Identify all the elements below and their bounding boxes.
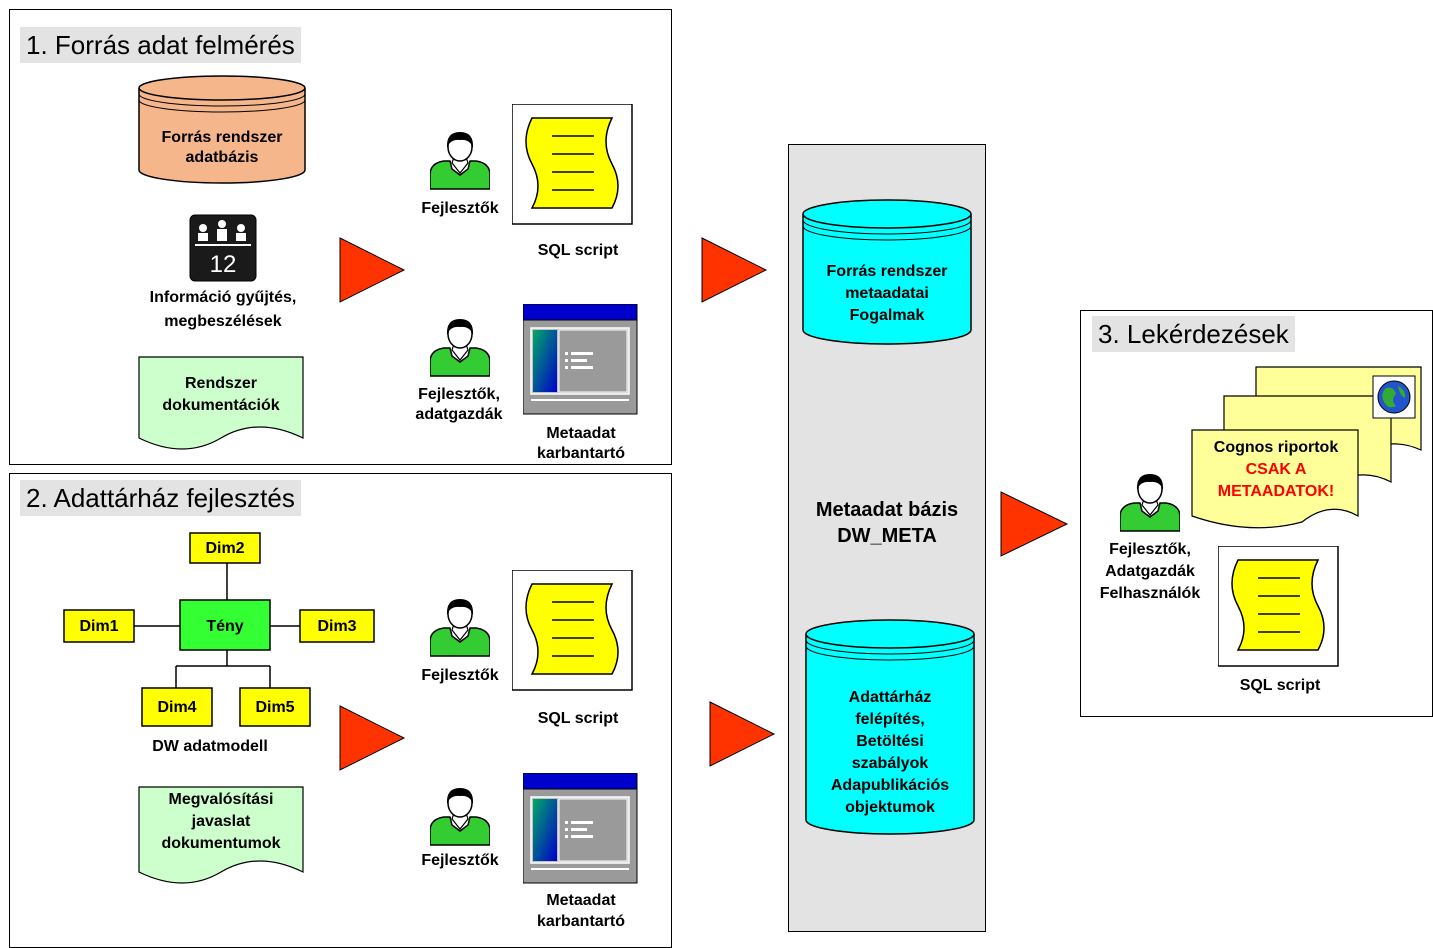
- dw-db-label-5: Adapublikációs: [830, 777, 950, 794]
- dim1-label: Dim1: [79, 618, 119, 635]
- arrow-right-icon: [1000, 491, 1069, 557]
- meeting-label-2: megbeszélések: [164, 313, 282, 330]
- arrow-right-icon: [339, 705, 406, 771]
- person-icon: [430, 318, 490, 377]
- person-icon: [1120, 473, 1180, 532]
- metadata-db-label-3: Fogalmak: [849, 307, 925, 324]
- person-icon: [430, 131, 490, 190]
- document-icon: [138, 786, 304, 884]
- section-2-title: 2. Adattárház fejlesztés: [20, 480, 301, 516]
- doc-label-1: Rendszer: [184, 375, 258, 392]
- calendar-number: 12: [210, 251, 237, 278]
- metadata-base-title-1: Metaadat bázis: [815, 499, 959, 521]
- person-icon: [430, 787, 490, 846]
- arrow-right-icon: [339, 237, 406, 303]
- sql-script-icon: [512, 104, 633, 225]
- source-db-label-1: Forrás rendszer: [161, 129, 283, 146]
- metadata-tool-icon: [523, 773, 638, 884]
- fact-label: Tény: [206, 618, 244, 635]
- tool-label-2: karbantartó: [536, 445, 626, 462]
- arrow-right-icon: [701, 237, 768, 303]
- report-label-2: CSAK A: [1245, 461, 1307, 478]
- person-label-2: adatgazdák: [415, 406, 503, 423]
- sql-script-label: SQL script: [1239, 677, 1321, 694]
- source-db-label-2: adatbázis: [185, 149, 259, 166]
- dw-db-label-3: Betöltési: [856, 733, 924, 750]
- tool-label-1: Metaadat: [546, 425, 616, 442]
- dim3-label: Dim3: [317, 618, 357, 635]
- meeting-label-1: Információ gyűjtés,: [149, 289, 297, 306]
- metadata-base-title-2: DW_META: [837, 525, 937, 547]
- reports-stack-icon: [1191, 366, 1422, 529]
- sql-script-icon: [1218, 546, 1339, 667]
- dim2-box: [189, 532, 261, 564]
- person-label-1: Fejlesztők,: [1109, 541, 1191, 558]
- report-label-1: Cognos riportok: [1213, 439, 1339, 456]
- data-model-label: DW adatmodell: [152, 738, 268, 755]
- dw-db-label-1: Adattárház: [848, 689, 932, 706]
- dim1-box: [63, 609, 135, 643]
- person-icon: [430, 598, 490, 657]
- metadata-db-label-2: metaadatai: [845, 285, 929, 302]
- person-label-3: Felhasználók: [1099, 585, 1201, 602]
- arrow-right-icon: [709, 701, 776, 767]
- document-icon: [138, 356, 304, 450]
- tool-label-2: karbantartó: [536, 913, 626, 930]
- doc-label-2: dokumentációk: [162, 397, 280, 414]
- section-3-title: 3. Lekérdezések: [1092, 316, 1295, 352]
- metadata-database-icon: [802, 199, 972, 345]
- doc-label-1: Megvalósítási: [168, 791, 274, 808]
- doc-label-2: javaslat: [191, 813, 251, 830]
- dw-db-label-2: felépítés,: [855, 711, 925, 728]
- metadata-db-label-1: Forrás rendszer: [826, 263, 948, 280]
- person-label: Fejlesztők: [421, 200, 499, 217]
- sql-script-label: SQL script: [537, 242, 619, 259]
- sql-script-label: SQL script: [537, 710, 619, 727]
- section-1-title: 1. Forrás adat felmérés: [20, 27, 301, 63]
- dw-db-label-4: szabályok: [851, 755, 929, 772]
- tool-label-1: Metaadat: [546, 892, 616, 909]
- metadata-database-icon: [805, 619, 975, 835]
- sql-script-icon: [512, 570, 633, 691]
- dim5-label: Dim5: [255, 699, 295, 716]
- meeting-calendar-icon: 12: [189, 214, 257, 282]
- dim2-label: Dim2: [205, 540, 245, 557]
- dim5-box: [239, 687, 311, 727]
- fact-box: [179, 599, 271, 651]
- dw-db-label-6: objektumok: [845, 799, 935, 816]
- person-label-1: Fejlesztők,: [418, 386, 500, 403]
- report-label-3: METAADATOK!: [1217, 483, 1335, 500]
- doc-label-3: dokumentumok: [161, 835, 281, 852]
- dim3-box: [299, 609, 375, 643]
- source-database-icon: [138, 75, 306, 184]
- star-schema-diagram: [63, 532, 375, 727]
- metadata-tool-icon: [523, 304, 638, 415]
- person-label-2: Adatgazdák: [1105, 563, 1195, 580]
- person-label: Fejlesztők: [421, 667, 499, 684]
- dim4-box: [141, 687, 213, 727]
- person-label: Fejlesztők: [421, 852, 499, 869]
- dim4-label: Dim4: [157, 699, 197, 716]
